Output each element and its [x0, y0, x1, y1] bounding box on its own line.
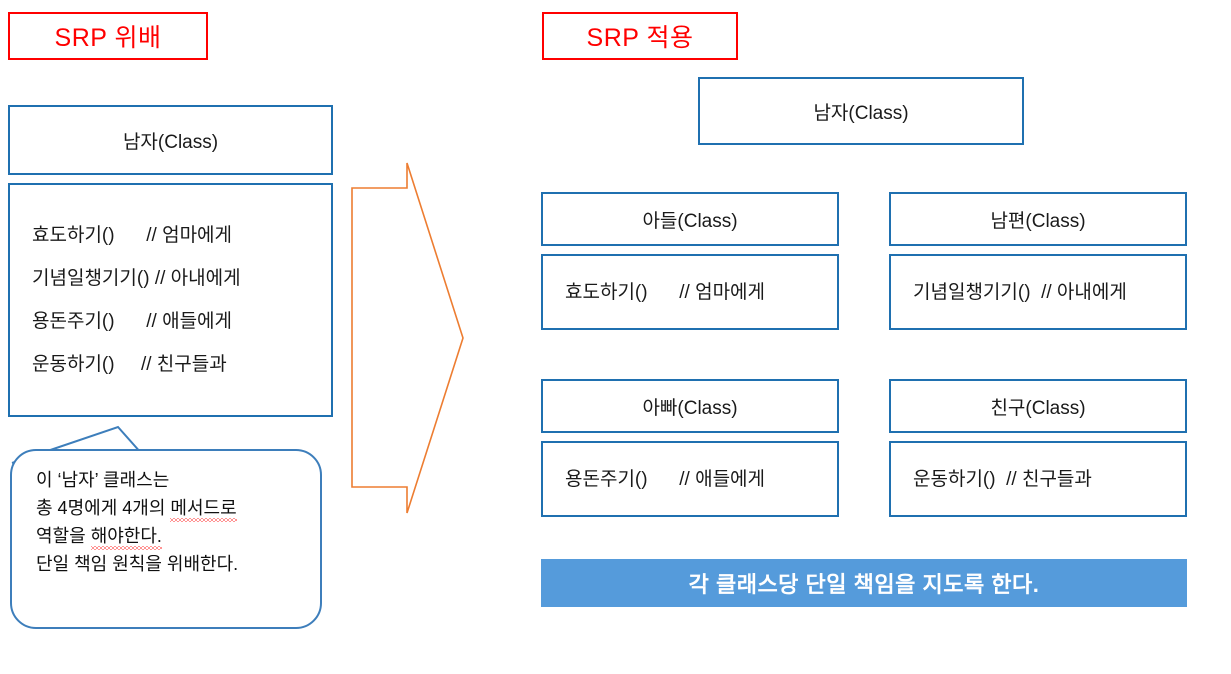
left-method-4: 운동하기() // 친구들과 — [32, 354, 227, 375]
right-class-body-dad: 용돈주기() // 애들에게 — [541, 441, 839, 517]
right-class-header-label-friend: 친구(Class) — [990, 397, 1086, 419]
left-method-1: 효도하기() // 엄마에게 — [32, 225, 233, 246]
right-class-header-husband: 남편(Class) — [889, 192, 1187, 246]
right-tag-label: SRP 적용 — [586, 24, 694, 52]
right-arrow-icon — [351, 162, 464, 514]
right-method-husband: 기념일챙기기() // 아내에게 — [913, 281, 1127, 303]
left-class-body-box: 효도하기() // 엄마에게 기념일챙기기() // 아내에게 용돈주기() /… — [8, 183, 333, 417]
right-class-body-friend: 운동하기() // 친구들과 — [889, 441, 1187, 517]
bubble-line-2-plain: 총 4명에게 4개의 — [36, 497, 171, 518]
right-class-header-son: 아들(Class) — [541, 192, 839, 246]
right-parent-class-label: 남자(Class) — [813, 102, 909, 124]
right-class-header-label-son: 아들(Class) — [642, 210, 738, 232]
bubble-line-3: 역할을 해야한다. — [36, 523, 300, 551]
right-class-body-son: 효도하기() // 엄마에게 — [541, 254, 839, 330]
right-parent-class-box: 남자(Class) — [698, 77, 1024, 145]
right-method-friend: 운동하기() // 친구들과 — [913, 468, 1092, 490]
conclusion-banner-label: 각 클래스당 단일 책임을 지도록 한다. — [688, 572, 1040, 597]
speech-bubble: 이 ‘남자’ 클래스는 총 4명에게 4개의 메서드로 역할을 해야한다. 단일… — [10, 449, 322, 629]
right-class-header-label-dad: 아빠(Class) — [642, 397, 738, 419]
right-class-header-label-husband: 남편(Class) — [990, 210, 1086, 232]
right-method-son: 효도하기() // 엄마에게 — [565, 281, 766, 303]
bubble-line-4: 단일 책임 원칙을 위배한다. — [36, 553, 239, 574]
conclusion-banner: 각 클래스당 단일 책임을 지도록 한다. — [541, 559, 1187, 607]
right-class-body-husband: 기념일챙기기() // 아내에게 — [889, 254, 1187, 330]
bubble-line-2-misspelled: 메서드로 — [170, 497, 237, 522]
right-class-header-dad: 아빠(Class) — [541, 379, 839, 433]
left-method-3: 용돈주기() // 애들에게 — [32, 311, 233, 332]
right-class-header-friend: 친구(Class) — [889, 379, 1187, 433]
left-method-2: 기념일챙기기() // 아내에게 — [32, 268, 241, 289]
right-method-dad: 용돈주기() // 애들에게 — [565, 468, 766, 490]
bubble-line-1: 이 ‘남자’ 클래스는 — [36, 470, 170, 490]
arrow-outline — [351, 162, 464, 514]
bubble-line-3-misspelled: 해야한다. — [90, 525, 162, 550]
left-tag-label: SRP 위배 — [54, 24, 162, 52]
right-tag-srp-applied: SRP 적용 — [542, 12, 738, 60]
left-class-header-box: 남자(Class) — [8, 105, 333, 175]
left-tag-srp-violation: SRP 위배 — [8, 12, 208, 60]
bubble-line-3-plain: 역할을 — [36, 525, 91, 546]
left-class-header-label: 남자(Class) — [122, 131, 219, 153]
bubble-line-2: 총 4명에게 4개의 메서드로 — [36, 495, 300, 523]
